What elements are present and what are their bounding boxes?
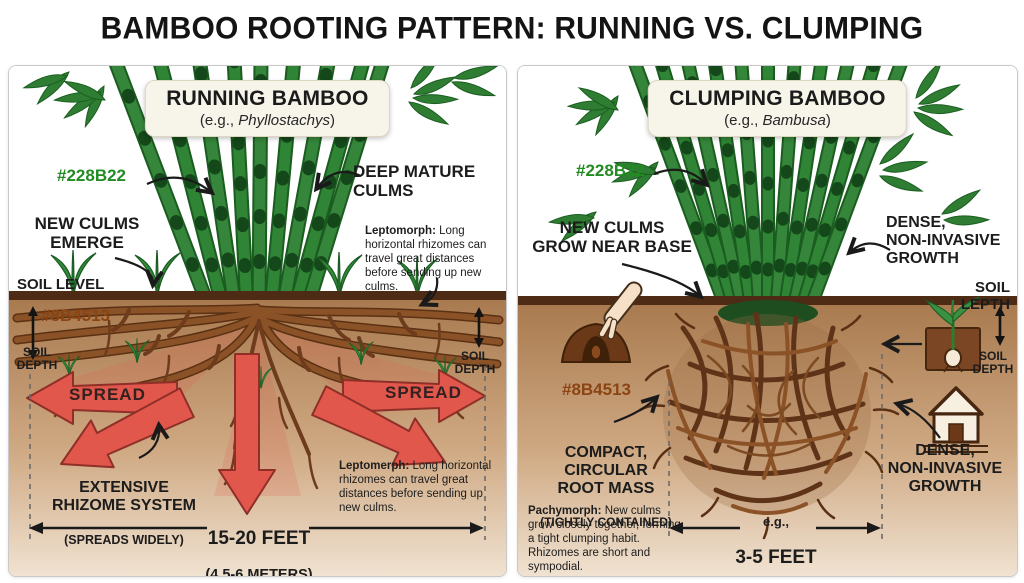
deep-mature-culms-label: DEEP MATURE CULMS [353, 162, 476, 201]
soil-depth-arrow-right [474, 307, 484, 348]
running-heading: RUNNING BAMBOO [166, 87, 369, 110]
soil-line [9, 291, 506, 300]
soil-level-label: SOIL LEVEL [17, 276, 105, 293]
clumping-subheading: (e.g., Bambusa) [724, 112, 831, 129]
running-subheading: (e.g., Phyllostachys) [199, 112, 335, 129]
new-culms-label: NEW CULMS EMERGE [34, 214, 140, 253]
new-culms-label: NEW CULMS GROW NEAR BASE [532, 218, 692, 257]
annotation-arrows [114, 170, 439, 460]
seedling-in-soil-icon [925, 296, 981, 373]
soil-depth-label: SOIL DEPTH [972, 349, 1014, 377]
root-ball [638, 311, 900, 540]
dense-growth-top-label: DENSE, NON-INVASIVE GROWTH [886, 214, 1001, 267]
soil-depth-arrow [995, 306, 1005, 346]
running-header-card: RUNNING BAMBOO (e.g., Phyllostachys) [145, 80, 390, 137]
culm-color-hex-label: #228B22 [576, 161, 646, 180]
spread-left-label: SPREAD [69, 385, 146, 404]
culm-color-hex-label: #228B22 [57, 166, 127, 185]
clumping-bamboo-panel: CLUMPING BAMBOO (e.g., Bambusa) #228B22 … [517, 65, 1018, 577]
spread-arrows [26, 353, 486, 515]
soil-lepth-label: SOIL LEPTH [960, 279, 1010, 313]
hand-planting-icon [560, 281, 643, 363]
leptomorph-note-bottom: Leptomerph: Long horizontal rhizomes can… [339, 460, 492, 515]
house-icon [924, 386, 988, 453]
running-bamboo-panel: RUNNING BAMBOO (e.g., Phyllostachys) #22… [8, 65, 507, 577]
width-measurement [29, 366, 486, 540]
soil-color-hex-label: #8B4513 [41, 306, 111, 325]
extensive-rhizome-label: EXTENSIVE RHIZOME SYSTEM (SPREADS WIDELY… [51, 478, 196, 547]
clumping-distance-label: e.g., 3-5 FEET (1-1.5 METERS) [735, 513, 817, 569]
dense-growth-bottom-label: DENSE, NON-INVASIVE GROWTH [887, 442, 1003, 495]
pachymorph-note: Pachymorph: New culms grow closely toget… [528, 505, 681, 574]
running-distance-label: 15-20 FEET (4.5-6 METERS) [205, 527, 313, 577]
annotation-arrows [613, 168, 941, 439]
page-title: BAMBOO ROOTING PATTERN: RUNNING VS. CLUM… [100, 11, 924, 46]
leptomorph-note-top: Leptomorph: Long horizontal rhizomes can… [365, 225, 487, 294]
soil-depth-right-label: SOIL DEPTH [454, 349, 496, 377]
compact-root-mass-label: COMPACT, CIRCULAR ROOT MASS (TIGHTLY CON… [540, 443, 672, 529]
soil-depth-arrow-left [28, 306, 38, 360]
soil-color-hex-label: #8B4513 [562, 380, 632, 399]
width-measurement [668, 354, 883, 540]
spread-right-label: SPREAD [385, 383, 462, 402]
clumping-heading: CLUMPING BAMBOO [669, 87, 886, 110]
soil-depth-left-label: SOIL DEPTH [16, 345, 58, 373]
culm-base [718, 300, 818, 326]
clumping-header-card: CLUMPING BAMBOO (e.g., Bambusa) [648, 80, 907, 137]
